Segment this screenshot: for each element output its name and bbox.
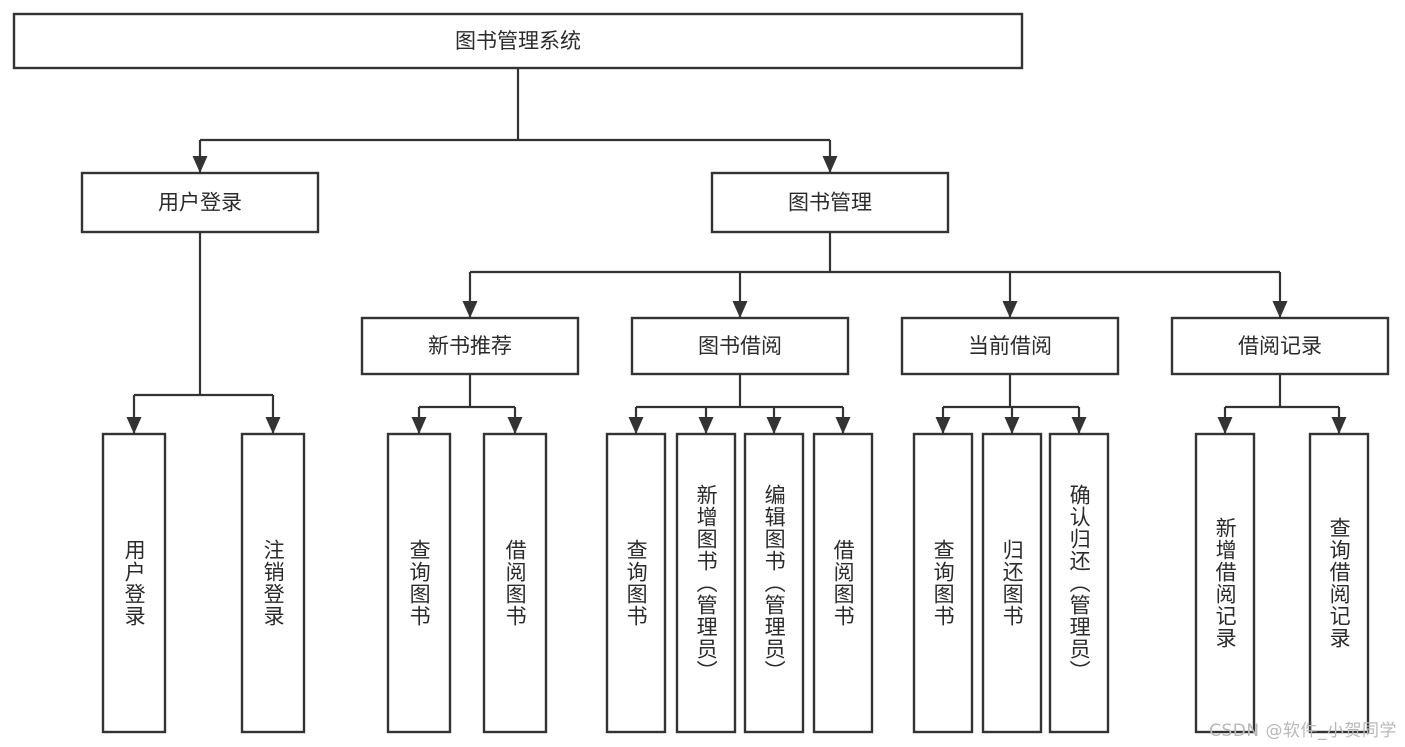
node-boxes bbox=[12, 12, 1390, 734]
grp-0-arrow-1 bbox=[265, 417, 281, 434]
node-level2-label-0: 用户登录 bbox=[158, 191, 242, 215]
grp-1-arrow-0 bbox=[411, 417, 427, 434]
node-level3-label-0: 新书推荐 bbox=[428, 334, 512, 358]
leaf-box-9[interactable] bbox=[981, 432, 1043, 734]
leaf-box-5[interactable] bbox=[675, 432, 737, 734]
leaf-box-10[interactable] bbox=[1048, 432, 1110, 734]
grp-3-arrow-2 bbox=[1071, 417, 1087, 434]
node-level3-0[interactable] bbox=[360, 316, 580, 376]
node-root-label: 图书管理系统 bbox=[455, 29, 581, 53]
leaf-box-6[interactable] bbox=[743, 432, 805, 734]
leaf-box-11[interactable] bbox=[1194, 432, 1256, 734]
bookmgmt-arrow-1 bbox=[732, 301, 748, 318]
root-arrow-0 bbox=[192, 156, 208, 173]
node-level3-1[interactable] bbox=[630, 316, 850, 376]
grp-2-arrow-3 bbox=[835, 417, 851, 434]
leaf-box-3[interactable] bbox=[482, 432, 548, 734]
grp-0-arrow-0 bbox=[126, 417, 142, 434]
node-level3-3[interactable] bbox=[1170, 316, 1390, 376]
root-arrow-1 bbox=[822, 156, 838, 173]
leaf-box-7[interactable] bbox=[812, 432, 874, 734]
node-level3-label-3: 借阅记录 bbox=[1238, 334, 1322, 358]
grp-1-arrow-1 bbox=[507, 417, 523, 434]
grp-2-arrow-1 bbox=[698, 417, 714, 434]
grp-2-arrow-2 bbox=[766, 417, 782, 434]
bookmgmt-arrow-2 bbox=[1002, 301, 1018, 318]
leaf-box-12[interactable] bbox=[1308, 432, 1370, 734]
leaf-box-0[interactable] bbox=[101, 432, 167, 734]
node-level3-2[interactable] bbox=[900, 316, 1120, 376]
node-level2-1[interactable] bbox=[710, 171, 950, 234]
leaf-box-1[interactable] bbox=[240, 432, 306, 734]
connector-lines bbox=[126, 68, 1347, 434]
node-level3-label-2: 当前借阅 bbox=[968, 334, 1052, 358]
grp-2-arrow-0 bbox=[628, 417, 644, 434]
grp-3-arrow-1 bbox=[1004, 417, 1020, 434]
watermark-text: CSDN @软件_小贺同学 bbox=[1209, 721, 1397, 741]
grp-4-arrow-1 bbox=[1331, 417, 1347, 434]
leaf-box-8[interactable] bbox=[912, 432, 974, 734]
grp-4-arrow-0 bbox=[1217, 417, 1233, 434]
leaf-box-2[interactable] bbox=[386, 432, 452, 734]
leaf-box-4[interactable] bbox=[605, 432, 667, 734]
bookmgmt-arrow-3 bbox=[1272, 301, 1288, 318]
grp-3-arrow-0 bbox=[935, 417, 951, 434]
node-level2-0[interactable] bbox=[80, 171, 320, 234]
node-root[interactable] bbox=[12, 12, 1024, 70]
bookmgmt-arrow-0 bbox=[462, 301, 478, 318]
node-level2-label-1: 图书管理 bbox=[788, 191, 872, 215]
node-level3-label-1: 图书借阅 bbox=[698, 334, 782, 358]
